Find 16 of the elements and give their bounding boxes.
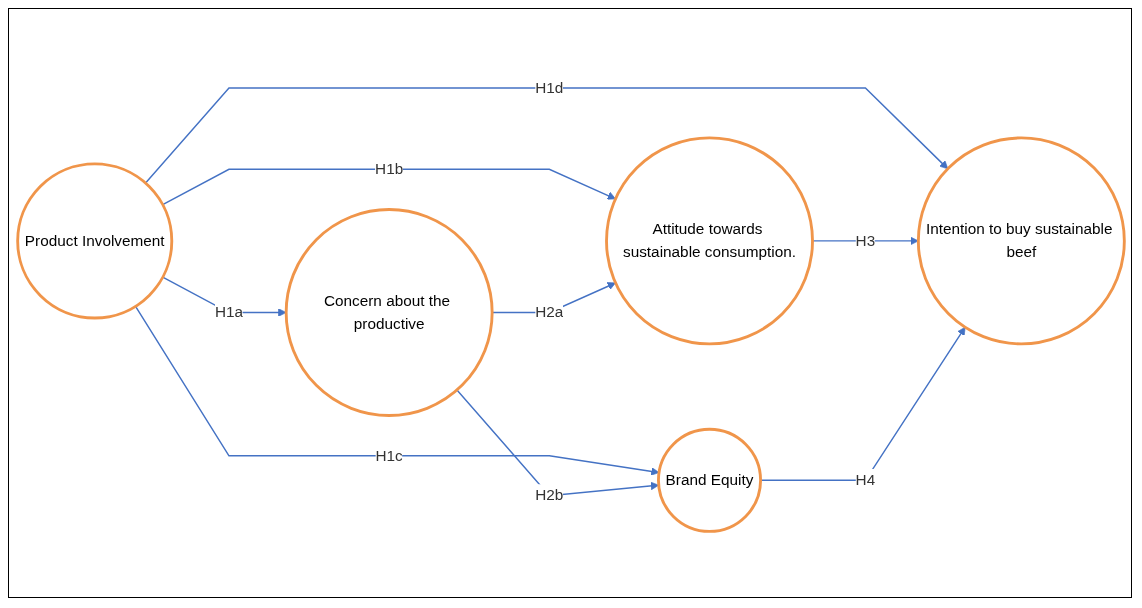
edge-label: H3 — [855, 232, 876, 249]
arrow — [162, 168, 616, 206]
edge-label: H1b — [375, 160, 404, 177]
node-circle: Product Involvement — [16, 162, 174, 320]
edge-label: H4 — [855, 471, 876, 489]
arrow — [144, 87, 949, 184]
node-circle: Intention to buy sustainable beef — [916, 136, 1126, 346]
node-circle: Concern about the productive — [284, 208, 494, 417]
node-circle: Brand Equity — [657, 427, 762, 533]
edge-label: H1a — [214, 303, 244, 321]
arrow — [134, 305, 660, 476]
node-circle: Attitude towards sustainable consumption. — [605, 136, 814, 346]
edge-label: H2b — [535, 487, 564, 504]
edge-label: H1c — [375, 447, 403, 464]
edge-label: H2a — [535, 303, 564, 321]
edge-label: H1d — [535, 79, 564, 96]
